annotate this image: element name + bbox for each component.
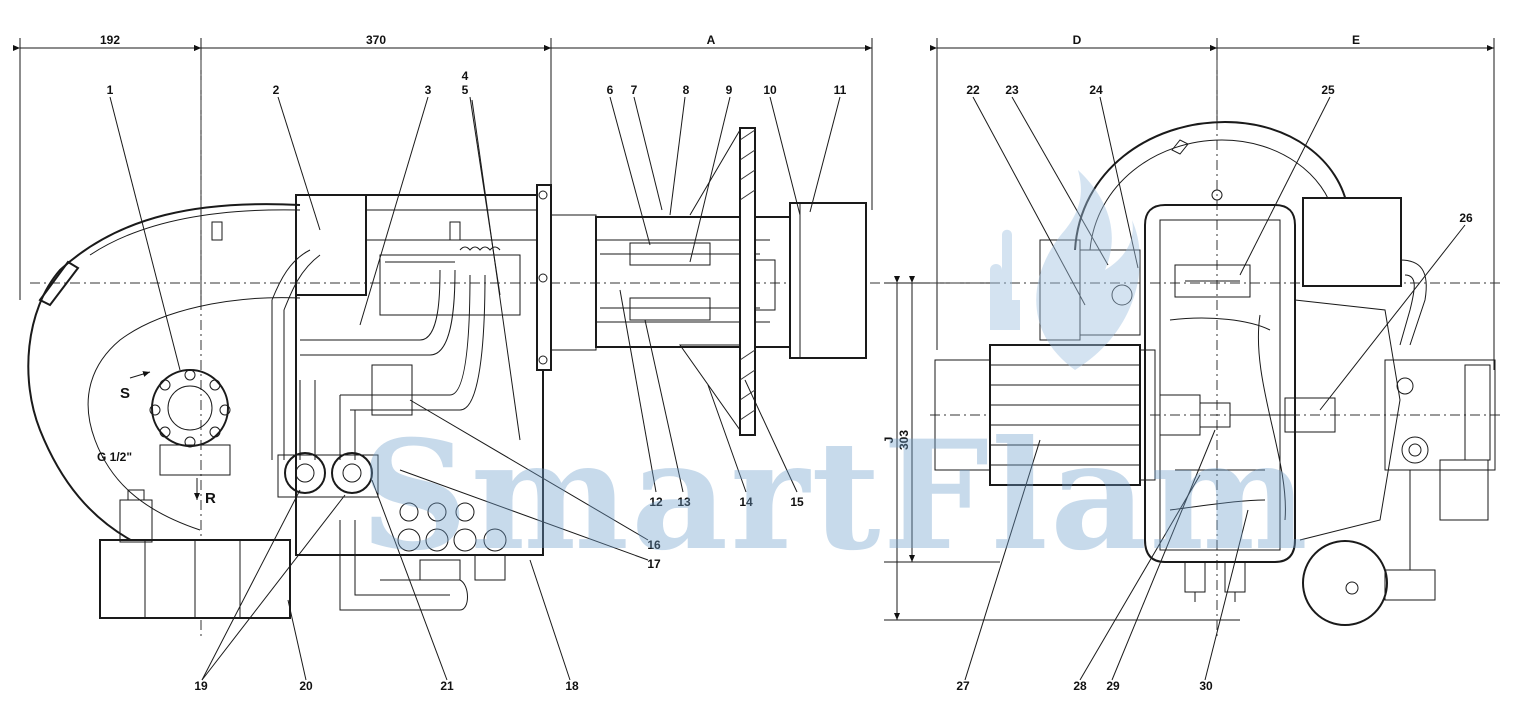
flame-icon [1036,170,1140,370]
dim-192: 192 [100,33,120,47]
part-label-7: 7 [631,83,638,97]
front-view [934,120,1496,626]
part-label-27: 27 [956,679,970,693]
dimension-labels: 192 370 A D E J 303 [100,33,1360,450]
part-label-13: 13 [677,495,691,509]
fuel-connection-labels: S G 1/2" R [97,371,216,507]
thread-label: G 1/2" [97,450,132,464]
watermark-logo: SmartFlam [360,170,1310,584]
part-label-14: 14 [739,495,753,509]
dim-D: D [1073,33,1082,47]
part-label-16: 16 [647,538,661,552]
part-label-6: 6 [607,83,614,97]
dimension-lines [13,38,1495,621]
part-label-12: 12 [649,495,663,509]
part-label-11: 11 [834,83,847,97]
watermark-text: SmartFlam [360,408,1310,584]
dim-370: 370 [366,33,386,47]
part-label-19: 19 [194,679,208,693]
side-view [27,127,867,619]
part-label-21: 21 [440,679,454,693]
return-label: R [205,490,216,507]
part-label-20: 20 [299,679,313,693]
part-label-17: 17 [647,557,661,571]
part-label-5: 5 [462,83,469,97]
part-label-2: 2 [273,83,280,97]
part-label-29: 29 [1106,679,1120,693]
part-label-10: 10 [763,83,777,97]
part-label-22: 22 [966,83,980,97]
dim-303: 303 [897,430,911,450]
dim-E: E [1352,33,1360,47]
part-label-26: 26 [1459,211,1473,225]
part-label-23: 23 [1005,83,1019,97]
part-label-4: 4 [462,69,469,83]
part-label-25: 25 [1321,83,1335,97]
part-number-labels: 1 2 3 4 5 6 7 8 9 10 11 12 13 14 15 16 1… [107,69,1473,693]
dim-J: J [882,437,896,444]
part-label-28: 28 [1073,679,1087,693]
dim-A: A [707,33,716,47]
part-label-30: 30 [1199,679,1213,693]
part-label-8: 8 [683,83,690,97]
hand-icon [990,229,1020,330]
part-label-15: 15 [790,495,804,509]
part-label-3: 3 [425,83,432,97]
part-label-18: 18 [565,679,579,693]
part-label-1: 1 [107,83,114,97]
suction-label: S [120,385,130,402]
part-label-24: 24 [1089,83,1103,97]
leader-lines [109,96,1466,681]
part-label-9: 9 [726,83,733,97]
